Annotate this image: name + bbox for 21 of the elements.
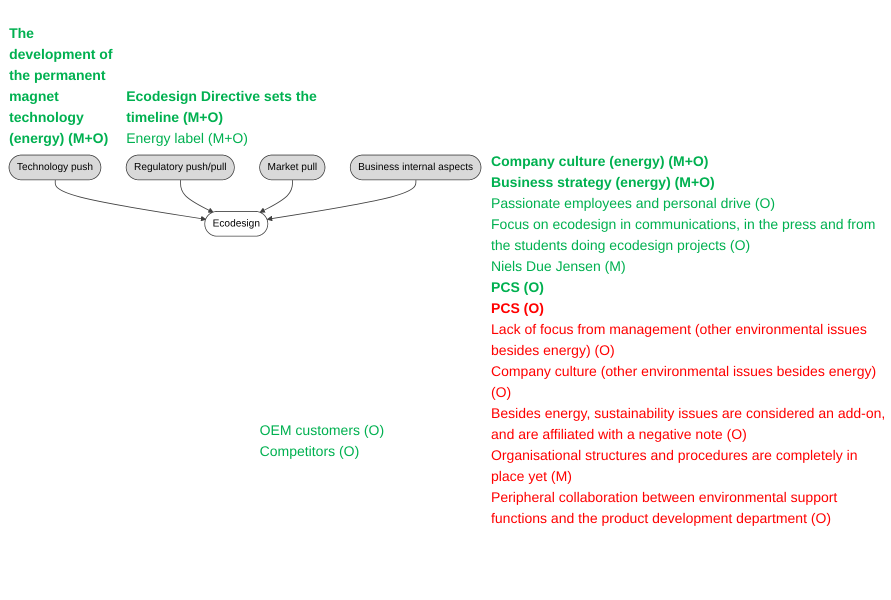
arrow xyxy=(266,180,416,222)
annotation-text: Competitors (O) xyxy=(260,442,360,461)
annotation-text: Company culture (energy) (M+O) xyxy=(491,152,710,172)
annotation-text: OEM customers (O) xyxy=(260,421,386,440)
arrow xyxy=(180,180,214,213)
annotation-text: Focus on ecodesign in communications, in the press and from the students doing ecodesign projects (O) xyxy=(491,215,876,256)
annotation-text: Business strategy (energy) (M+O) xyxy=(491,173,716,192)
annotation-text: Ecodesign Directive sets the timeline (M+O) xyxy=(126,87,318,128)
annotation-text: Passionate employees and personal drive (O) xyxy=(491,194,776,214)
annotation-text: Lack of focus from management (other environmental issues besides energy) (O) xyxy=(491,320,868,360)
annotation-text: The development of the permanent magnet technology (energy) (M+O) xyxy=(9,24,114,148)
annotation-text: PCS (O) xyxy=(491,278,545,298)
arrow xyxy=(54,180,206,222)
annotation-text: Besides energy, sustainability issues are considered an add-on, and are affiliated with a negative note (O) xyxy=(491,404,886,444)
annotation-text: PCS (O) xyxy=(491,299,545,318)
annotation-text: Organisational structures and procedures are completely in place yet (M) xyxy=(491,446,859,486)
annotation-text: Niels Due Jensen (M) xyxy=(491,257,627,276)
arrow xyxy=(260,180,294,213)
annotation-text: Company culture (other environmental issues besides energy) (O) xyxy=(491,362,878,402)
annotation-text: Peripheral collaboration between environmental support functions and the product development department (O) xyxy=(491,488,838,528)
annotation-text: Energy label (M+O) xyxy=(126,129,249,148)
